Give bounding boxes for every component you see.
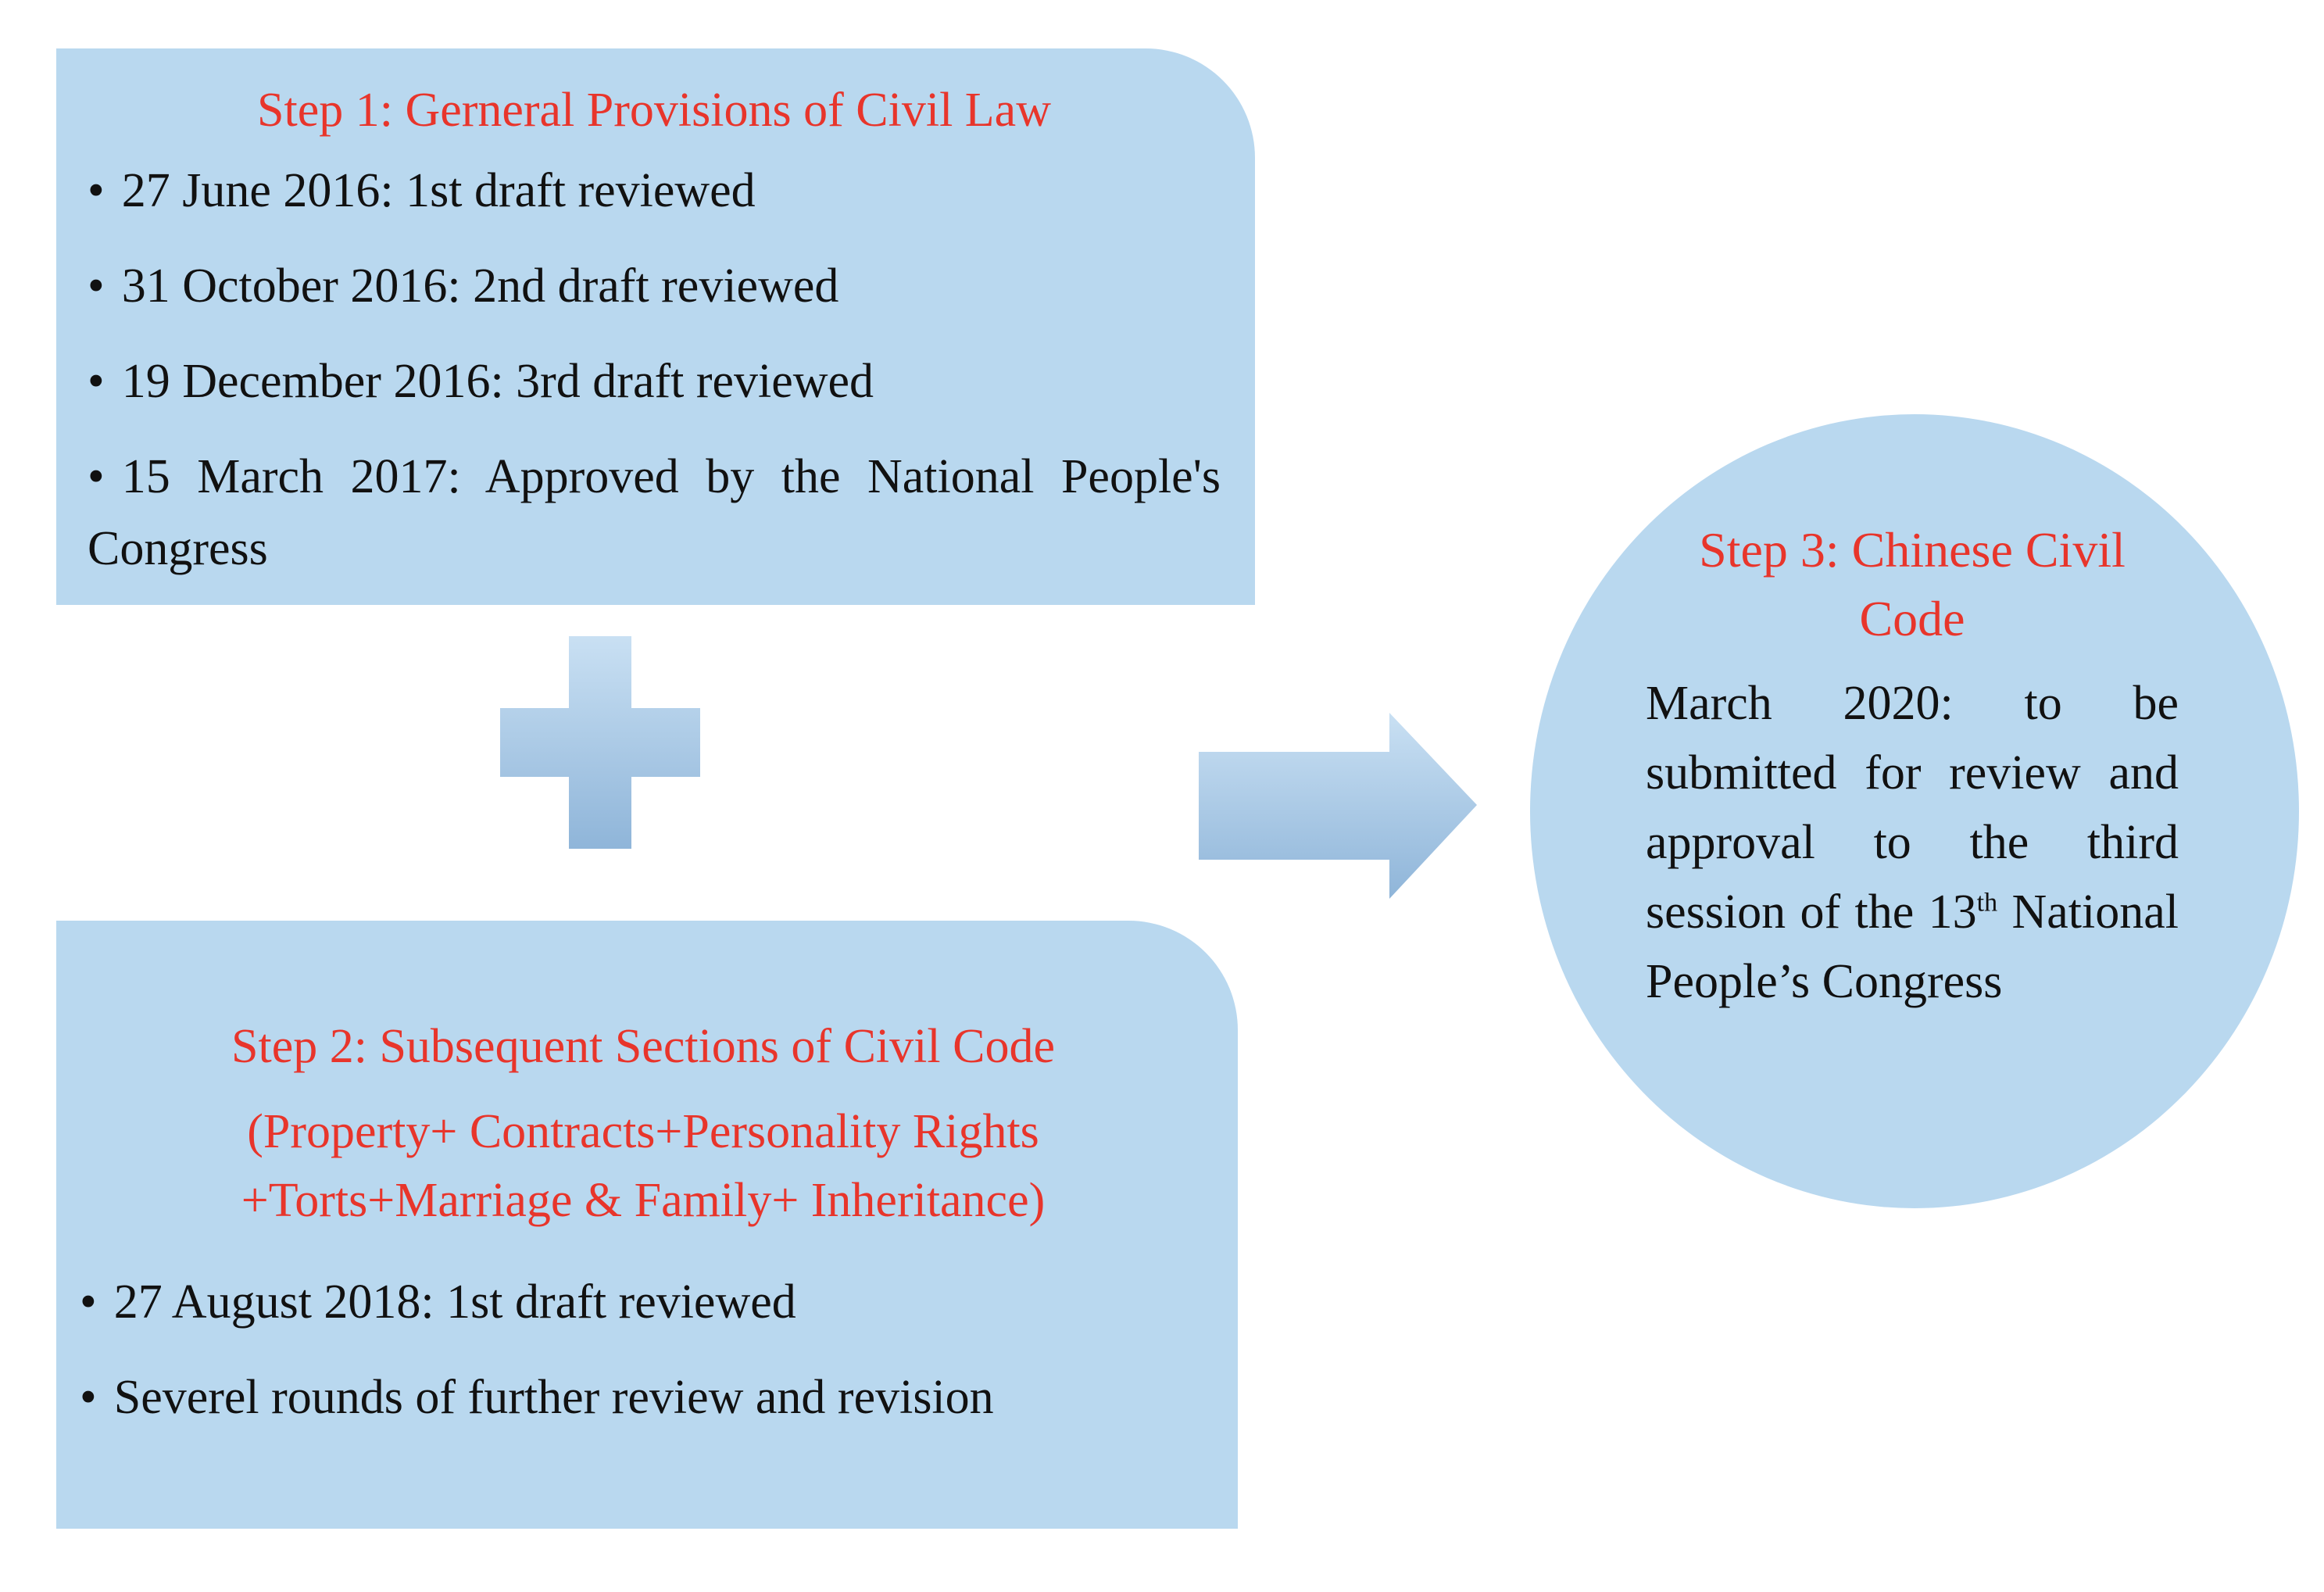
step3-title: Step 3: Chinese Civil Code bbox=[1699, 522, 2126, 646]
step2-item: •27 August 2018: 1st draft reviewed bbox=[80, 1275, 796, 1329]
bullet-icon: • bbox=[88, 164, 105, 217]
step1-box: Step 1: Gerneral Provisions of Civil Law… bbox=[56, 48, 1255, 605]
step1-item: •15 March 2017: Approved by the National… bbox=[88, 450, 1221, 575]
step3-body: March 2020: to be submitted for review a… bbox=[1646, 677, 2179, 1008]
step2-subtitle: (Property+ Contracts+Personality Rights … bbox=[241, 1105, 1046, 1227]
step2-box: Step 2: Subsequent Sections of Civil Cod… bbox=[56, 921, 1238, 1529]
step1-title: Step 1: Gerneral Provisions of Civil Law bbox=[257, 84, 1051, 137]
bullet-icon: • bbox=[88, 259, 105, 313]
step1-item: •19 December 2016: 3rd draft reviewed bbox=[88, 355, 874, 408]
bullet-icon: • bbox=[88, 450, 105, 503]
bullet-icon: • bbox=[88, 355, 105, 408]
step2-item: •Severel rounds of further review and re… bbox=[80, 1371, 994, 1424]
bullet-icon: • bbox=[80, 1275, 97, 1329]
bullet-icon: • bbox=[80, 1371, 97, 1424]
step2-title: Step 2: Subsequent Sections of Civil Cod… bbox=[231, 1020, 1055, 1073]
step2-list: •27 August 2018: 1st draft reviewed •Sev… bbox=[80, 1266, 1207, 1433]
step1-item: •27 June 2016: 1st draft reviewed bbox=[88, 164, 756, 217]
step1-list: •27 June 2016: 1st draft reviewed •31 Oc… bbox=[88, 155, 1221, 585]
arrow-right-icon bbox=[1199, 713, 1477, 899]
step3-circle: Step 3: Chinese Civil Code March 2020: t… bbox=[1530, 414, 2299, 1208]
step1-item: •31 October 2016: 2nd draft reviewed bbox=[88, 259, 839, 313]
plus-icon bbox=[500, 636, 700, 849]
